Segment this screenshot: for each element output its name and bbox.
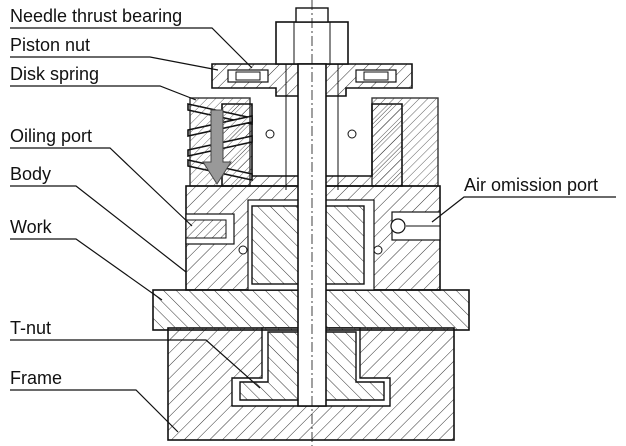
stud-bolt	[285, 0, 339, 446]
label-oiling-port: Oiling port	[10, 126, 193, 227]
label-text: Body	[10, 164, 51, 184]
label-text: Needle thrust bearing	[10, 6, 182, 26]
label-text: Disk spring	[10, 64, 99, 84]
label-text: Oiling port	[10, 126, 92, 146]
label-text: T-nut	[10, 318, 51, 338]
label-work: Work	[10, 217, 163, 301]
down-arrow-icon	[202, 109, 232, 185]
label-text: Air omission port	[464, 175, 598, 195]
label-needle-thrust-bearing: Needle thrust bearing	[10, 6, 253, 69]
label-text: Piston nut	[10, 35, 90, 55]
needle-thrust-bearing-part	[227, 69, 397, 83]
label-text: Frame	[10, 368, 62, 388]
label-t-nut: T-nut	[10, 318, 261, 389]
label-text: Work	[10, 217, 53, 237]
label-body: Body	[10, 164, 187, 273]
label-disk-spring: Disk spring	[10, 64, 197, 101]
label-frame: Frame	[10, 368, 179, 433]
label-piston-nut: Piston nut	[10, 35, 219, 71]
label-air-omission-port: Air omission port	[431, 175, 616, 223]
disk-spring-right	[371, 97, 439, 187]
